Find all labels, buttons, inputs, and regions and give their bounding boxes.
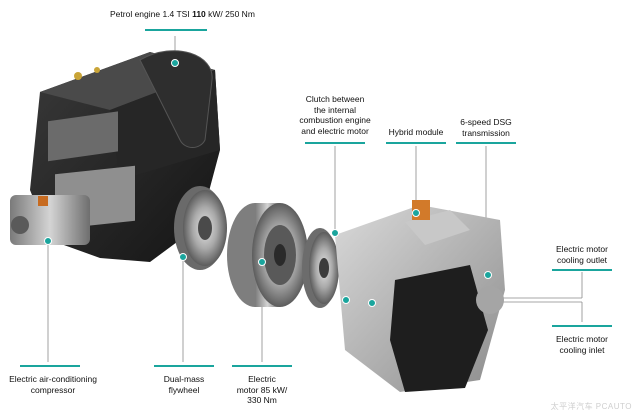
label-electric-motor-line-3: 330 Nm [247, 395, 277, 405]
label-cooling-inlet-line-1: Electric motor [556, 334, 608, 344]
label-hybrid-module-line-1: Hybrid module [388, 127, 444, 137]
label-cooling-outlet-line-1: Electric motor [556, 244, 608, 254]
label-clutch-line-4: and electric motor [301, 125, 369, 136]
accent-bar-hybrid-module [386, 142, 446, 144]
label-ac-compressor-line-1: Electric air-conditioning [9, 374, 97, 384]
accent-bar-ac-compressor [20, 365, 80, 367]
dot-electric-motor [258, 258, 266, 266]
label-ac-compressor: Electric air-conditioning compressor [3, 374, 103, 395]
dot-ac-compressor [44, 237, 52, 245]
dot-cooling-inlet [368, 299, 376, 307]
label-cooling-inlet-line-2: cooling inlet [559, 344, 605, 355]
label-ac-compressor-line-2: compressor [30, 384, 76, 395]
label-flywheel: Dual-mass flywheel [148, 374, 220, 395]
label-cooling-inlet: Electric motor cooling inlet [546, 334, 618, 355]
accent-bar-flywheel [154, 365, 214, 367]
label-cooling-outlet: Electric motor cooling outlet [546, 244, 618, 265]
dual-mass-flywheel [174, 186, 227, 270]
electric-motor [227, 203, 308, 307]
accent-bar-clutch [305, 142, 365, 144]
dot-flywheel [179, 253, 187, 261]
dot-hybrid-module [412, 209, 420, 217]
watermark: 太平洋汽车 PCAUTO [550, 402, 632, 411]
label-clutch-line-3: combustion engine [299, 115, 371, 125]
dot-petrol-engine [171, 59, 179, 67]
label-petrol-engine-suffix: kW/ 250 Nm [205, 9, 255, 19]
label-petrol-engine: Petrol engine 1.4 TSI 110 kW/ 250 Nm [110, 9, 255, 20]
label-dsg-line-2: transmission [462, 127, 510, 138]
label-electric-motor: Electric motor 85 kW/ 330 Nm [226, 374, 298, 406]
accent-bar-cooling-inlet [552, 325, 612, 327]
ac-compressor [10, 195, 90, 245]
dot-dsg [342, 296, 350, 304]
label-flywheel-line-2: flywheel [168, 384, 200, 395]
dot-cooling-outlet [484, 271, 492, 279]
label-dsg-line-1: 6-speed DSG [460, 117, 512, 127]
dsg-transmission [335, 200, 505, 392]
accent-bar-dsg [456, 142, 516, 144]
label-petrol-engine-bold: 110 [192, 9, 206, 19]
marker-dots [44, 59, 492, 307]
label-dsg: 6-speed DSG transmission [450, 117, 522, 138]
label-clutch-line-2: the internal [313, 104, 357, 115]
label-cooling-outlet-line-2: cooling outlet [556, 254, 608, 265]
label-electric-motor-line-1: Electric [248, 374, 276, 384]
label-clutch: Clutch between the internal combustion e… [295, 94, 375, 136]
clutch [302, 228, 339, 308]
label-clutch-line-1: Clutch between [305, 94, 365, 104]
accent-bar-electric-motor [232, 365, 292, 367]
label-hybrid-module: Hybrid module [380, 127, 452, 138]
dot-clutch [331, 229, 339, 237]
accent-bar-petrol-engine [145, 29, 207, 31]
label-petrol-engine-prefix: Petrol engine 1.4 TSI [110, 9, 193, 19]
accent-bar-cooling-outlet [552, 269, 612, 271]
label-electric-motor-line-2: motor 85 kW/ [236, 384, 288, 395]
label-flywheel-line-1: Dual-mass [163, 374, 205, 384]
